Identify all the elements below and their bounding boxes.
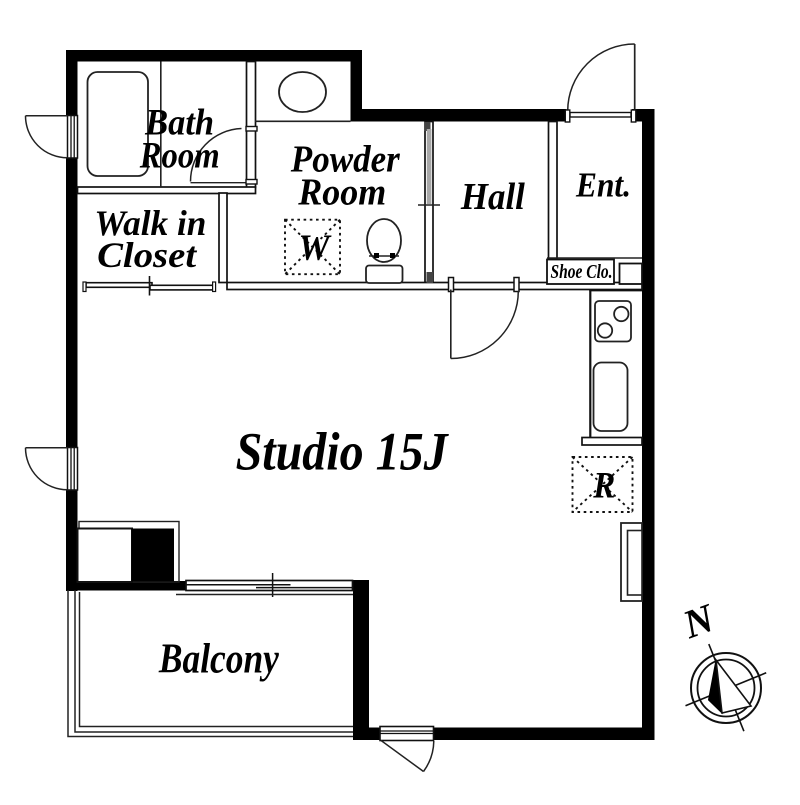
svg-text:Room: Room [139,136,220,177]
svg-text:Room: Room [297,171,386,213]
svg-text:W: W [299,228,333,269]
svg-text:R: R [592,466,615,507]
svg-text:Balcony: Balcony [158,637,279,683]
svg-text:Powder: Powder [290,139,401,181]
svg-text:Shoe Clo.: Shoe Clo. [551,261,613,283]
svg-text:Bath: Bath [144,103,214,144]
svg-text:Walk in: Walk in [94,203,206,243]
svg-text:Hall: Hall [460,176,525,218]
svg-text:Studio 15J: Studio 15J [236,421,450,481]
svg-text:Ent.: Ent. [575,166,631,205]
svg-text:Closet: Closet [97,235,197,275]
